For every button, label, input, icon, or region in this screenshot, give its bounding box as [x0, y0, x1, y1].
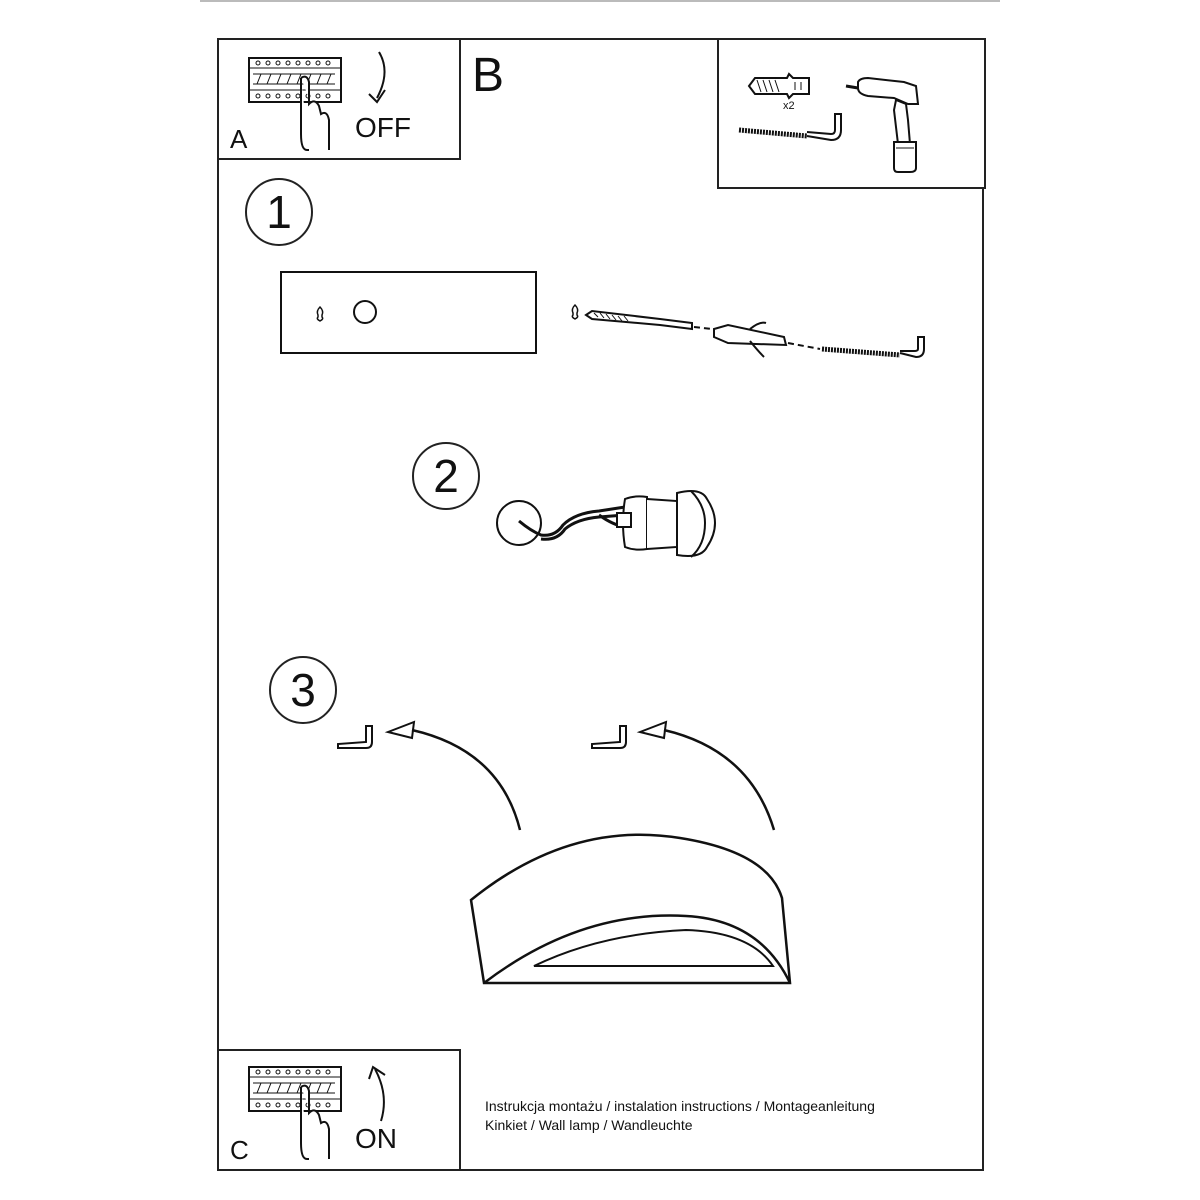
- top-rule: [200, 0, 1000, 2]
- arrow-up-right-icon: [636, 720, 668, 740]
- step-1-number: 1: [245, 178, 313, 246]
- breaker-panel-icon: [248, 1066, 342, 1160]
- step-2-wiring-illustration: [496, 490, 716, 558]
- panel-a-power-off: OFF A: [217, 38, 461, 160]
- switch-off-label: OFF: [355, 112, 411, 143]
- wall-plug-icon: [747, 72, 810, 100]
- step-1-mounting-illustration: [280, 271, 925, 359]
- breaker-panel-icon: [248, 57, 342, 151]
- arrow-up-left-icon: [384, 720, 416, 740]
- page-frame: [217, 38, 984, 1171]
- cable-hole-icon: [353, 300, 377, 324]
- panel-c-letter: C: [230, 1135, 249, 1165]
- hook-icon-left: [337, 725, 373, 749]
- panel-c-power-on: ON C: [217, 1049, 461, 1171]
- keyhole-slot-icon: [316, 305, 324, 322]
- step-3-number: 3: [269, 656, 337, 724]
- drill-icon: [845, 76, 920, 173]
- wall-plug-icon: [713, 323, 788, 347]
- hook-screw-icon: [738, 113, 842, 142]
- panel-b-letter: B: [472, 49, 505, 102]
- arrow-down-icon: [368, 51, 386, 104]
- hook-icon-right: [591, 725, 627, 749]
- hook-screw-icon: [821, 346, 901, 358]
- switch-on-label: ON: [355, 1123, 397, 1154]
- caption-line-1: Instrukcja montażu / instalation instruc…: [485, 1098, 875, 1114]
- step-2-number: 2: [412, 442, 480, 510]
- wire-detail-circle-icon: [496, 500, 542, 546]
- panel-b-tools: x2: [717, 38, 986, 189]
- step-3-hanging-illustration: [337, 720, 792, 985]
- quantity-label: x2: [783, 100, 795, 112]
- lamp-shade-icon: [469, 833, 792, 985]
- caption-line-2: Kinkiet / Wall lamp / Wandleuchte: [485, 1117, 693, 1133]
- panel-a-letter: A: [230, 124, 248, 154]
- arrow-up-icon: [368, 1065, 386, 1122]
- drill-bit-icon: [584, 309, 693, 331]
